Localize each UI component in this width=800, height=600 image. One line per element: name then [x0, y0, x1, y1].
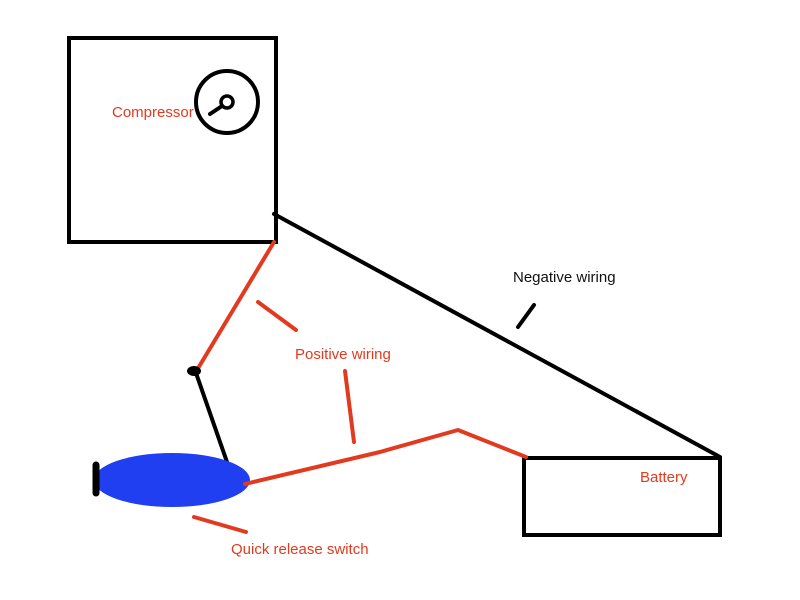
positive-wire-compressor [195, 240, 276, 372]
compressor-label: Compressor [112, 104, 194, 121]
positive-wiring-label: Positive wiring [295, 346, 391, 363]
junction-dot [187, 366, 201, 376]
compressor-box [67, 36, 278, 244]
battery-box [522, 456, 722, 537]
negative-wiring-label: Negative wiring [513, 269, 616, 286]
positive-wire-battery [243, 428, 528, 486]
positive-wiring-pointer-left [256, 300, 298, 332]
negative-wire [272, 212, 722, 459]
positive-wiring-pointer-down [343, 369, 356, 444]
gauge-icon [194, 69, 260, 135]
battery-label: Battery [640, 469, 688, 486]
negative-wiring-pointer [516, 303, 536, 329]
quick-release-switch [94, 453, 250, 507]
switch-lead [194, 371, 229, 464]
quick-release-switch-label: Quick release switch [231, 541, 369, 558]
switch-label-pointer [192, 515, 248, 534]
